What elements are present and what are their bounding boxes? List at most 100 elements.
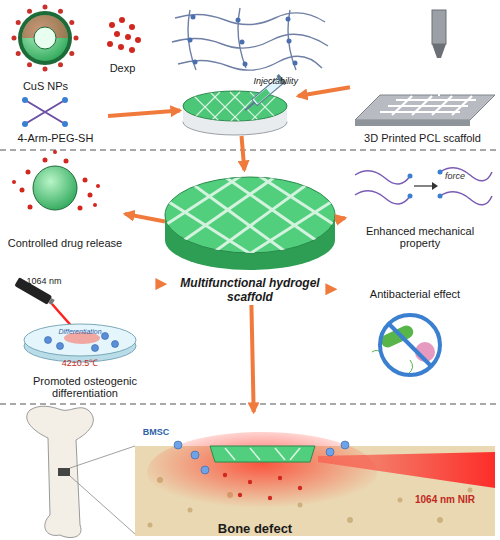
polymer-chains (408, 170, 443, 199)
release-sphere (33, 166, 77, 210)
nanoparticle-icon (12, 5, 79, 72)
polymer-network (188, 8, 296, 70)
printed-scaffold (355, 95, 495, 120)
flow-arrow (242, 136, 245, 170)
peg-molecule (22, 97, 28, 103)
nanoparticle-icon (27, 9, 32, 14)
crosslink-node (188, 38, 193, 43)
flow-arrow (251, 305, 253, 412)
drug-molecules (135, 37, 141, 43)
polymer-chains (408, 194, 413, 199)
node-label: Enhanced mechanical property (345, 225, 495, 250)
culture-dish (92, 345, 99, 352)
bone-defect-tissue (437, 517, 443, 523)
release-sphere (78, 206, 83, 211)
printed-scaffold (432, 44, 446, 58)
drug-molecules (125, 34, 131, 40)
material-item: CuS NPs (3, 5, 88, 93)
nanoparticle-icon (58, 9, 63, 14)
drug-molecules (118, 44, 124, 50)
polymer-network (175, 13, 325, 25)
release-sphere (12, 150, 100, 211)
polymer-network (172, 8, 328, 70)
nanoparticle-icon (69, 20, 74, 25)
culture-dish (45, 333, 119, 352)
crosslink-node (193, 60, 198, 65)
release-sphere (88, 193, 93, 198)
femur-bone (70, 446, 135, 468)
nanoparticle-icon (18, 11, 72, 65)
culture-dish (57, 343, 64, 350)
node-label: 3D Printed PCL scaffold (350, 132, 495, 145)
crosslink-node (191, 15, 196, 20)
polymer-network (172, 34, 328, 48)
crosslink-node (236, 18, 241, 23)
release-sphere (12, 150, 100, 211)
dish-label: Differentiation (58, 328, 101, 335)
bone-defect-tissue (225, 448, 300, 460)
release-sphere (28, 205, 33, 210)
node-label: Dexp (95, 62, 150, 75)
culture-dish (112, 341, 119, 348)
temperature-label: 42±0.5℃ (62, 359, 98, 368)
laser-label: 1064 nm NIR (415, 495, 475, 505)
release-sphere (53, 150, 57, 154)
polymer-chains (355, 171, 410, 184)
polymer-chains (440, 168, 492, 181)
wavelength-label: 1064 nm (26, 277, 61, 286)
release-sphere (93, 203, 97, 207)
bone-defect-tissue (188, 508, 193, 513)
bone-defect-tissue (248, 480, 252, 484)
crosslink-node (286, 17, 291, 22)
drug-molecules (107, 41, 113, 47)
injectable-hydrogel (190, 92, 220, 122)
polymer-network (178, 56, 322, 70)
polymer-chains (355, 168, 492, 205)
flow-arrow (125, 214, 165, 222)
injectable-hydrogel (190, 92, 220, 122)
bone-defect-tissue (278, 476, 282, 480)
material-item: 4-Arm-PEG-SH (3, 95, 108, 145)
antibacterial-icon (372, 315, 440, 375)
bone-defect-tissue (298, 486, 302, 490)
bone-defect-tissue (318, 452, 495, 488)
drug-molecules (107, 17, 141, 53)
printed-scaffold (380, 96, 476, 115)
polymer-chains (438, 194, 443, 199)
bone-defect-tissue (148, 523, 153, 528)
flow-arrow (298, 87, 350, 96)
peg-molecule (25, 100, 65, 124)
nanoparticle-icon (12, 36, 17, 41)
bone-defect-tissue (290, 448, 300, 460)
release-sphere (20, 188, 25, 193)
flow-arrow (335, 218, 345, 220)
material-item: Dexp (95, 8, 150, 75)
nanoparticle-icon (16, 51, 21, 56)
release-sphere (83, 178, 88, 183)
printed-scaffold (452, 96, 472, 115)
crosslink-node (293, 61, 298, 66)
release-sphere (64, 159, 69, 164)
central-product: Multifunctional hydrogel scaffold (165, 170, 335, 305)
bone-defect-tissue (326, 448, 334, 456)
peg-molecule (22, 97, 68, 127)
injectable-hydrogel (210, 92, 240, 122)
function-node: Antibacterial effect (335, 288, 495, 388)
bone-defect-tissue (210, 446, 315, 462)
nanoparticle-icon (27, 62, 32, 67)
function-node: Controlled drug release (5, 155, 125, 250)
culture-dish (45, 337, 52, 344)
hydrogel-scaffold (150, 170, 350, 270)
node-label: CuS NPs (3, 80, 88, 93)
bone-defect-tissue (147, 432, 377, 512)
flow-arrow (108, 111, 180, 116)
section-divider (0, 403, 500, 404)
hydrogel-node: Injectability (180, 76, 298, 136)
bone-defect-tissue (174, 441, 182, 449)
bone-defect-tissue (275, 448, 285, 460)
polymer-chains (438, 170, 443, 175)
release-sphere (26, 170, 31, 175)
injectable-hydrogel (245, 102, 255, 111)
